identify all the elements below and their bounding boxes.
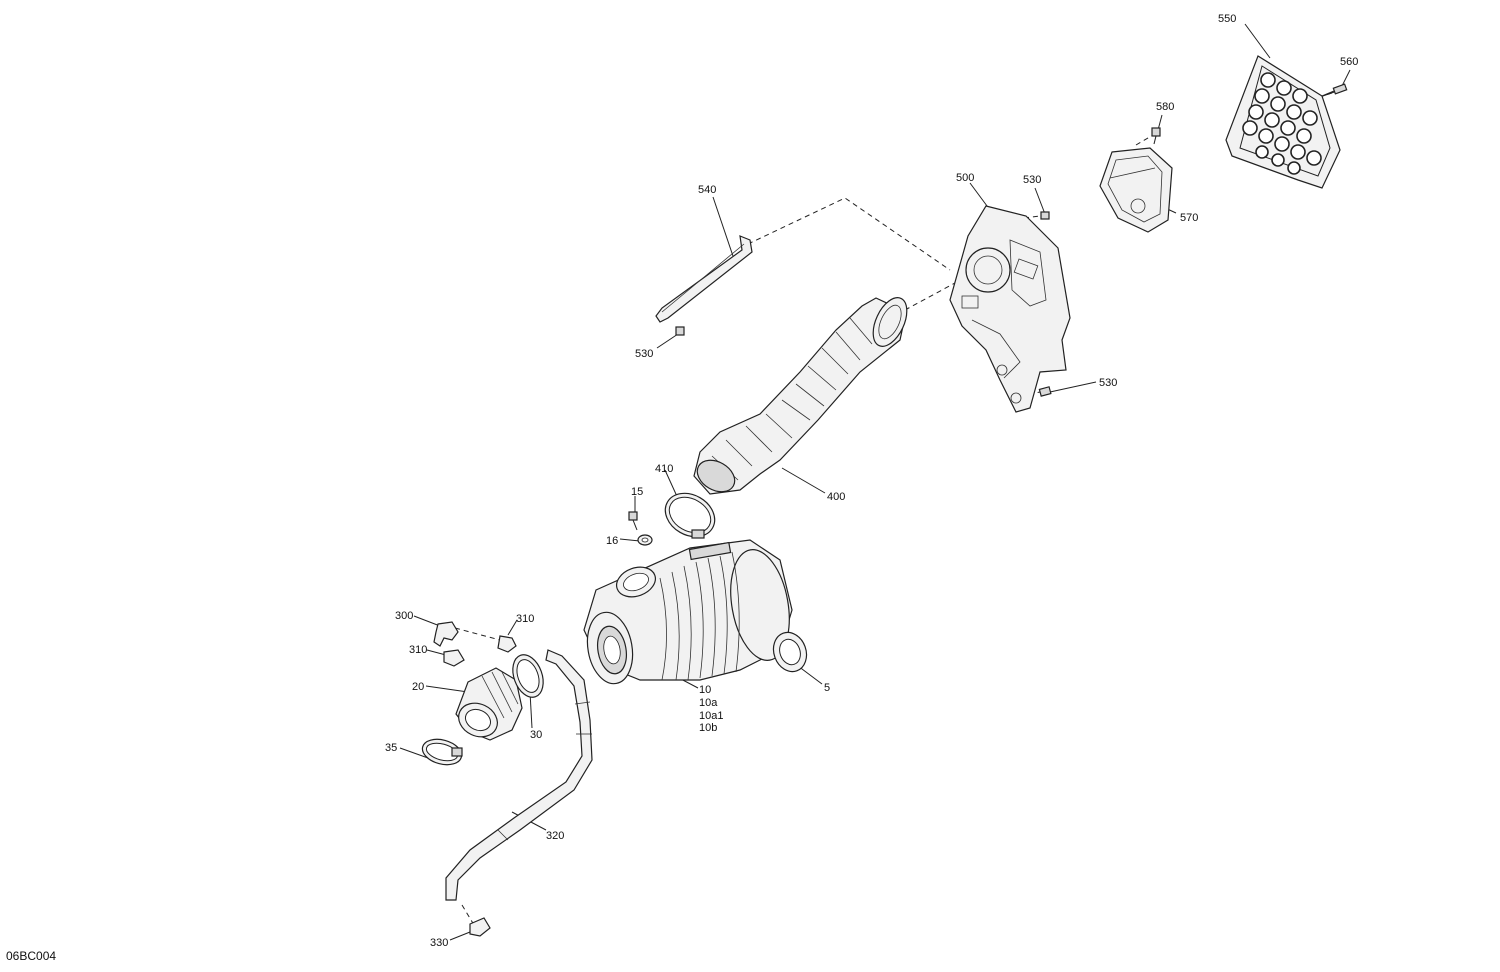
callout-560: 560 [1340,56,1358,68]
clamp-30 [512,654,544,698]
bracket-540 [655,235,753,323]
callout-10: 10 [699,684,711,696]
clip-310-a [497,635,517,653]
callout-500: 500 [956,172,974,184]
callout-320: 320 [546,830,564,842]
callout-530-left: 530 [635,348,653,360]
callout-310-b: 310 [409,644,427,656]
fitting-300 [433,621,459,647]
honeycomb-pattern [1242,72,1322,175]
washer-16 [637,534,653,546]
callout-400: 400 [827,491,845,503]
bolt-15 [628,511,638,531]
callout-20: 20 [412,681,424,693]
screw-530-left [675,326,685,336]
grille-550 [1225,55,1341,189]
callout-570: 570 [1180,212,1198,224]
callout-5: 5 [824,682,830,694]
clip-310-b [443,649,465,667]
callout-10a: 10a [699,697,718,709]
alignment-lines [454,91,1336,926]
screw-530-top [1040,211,1050,220]
callout-310-a: 310 [516,613,534,625]
adapter-20 [455,667,523,741]
intake-duct-400 [693,297,908,495]
callout-580: 580 [1156,101,1174,113]
callout-35: 35 [385,742,397,754]
clamp-35 [421,738,463,766]
callout-530-right: 530 [1099,377,1117,389]
callout-330: 330 [430,937,448,949]
valve-5 [772,631,808,673]
air-filter-10 [583,539,793,685]
callout-30: 30 [530,729,542,741]
callout-10b: 10b [699,722,717,734]
figure-reference-id: 06BC004 [6,949,56,963]
callout-16: 16 [606,535,618,547]
callout-540: 540 [698,184,716,196]
callout-300: 300 [395,610,413,622]
callout-410: 410 [655,463,673,475]
screw-530-right [1038,386,1052,397]
cover-570 [1099,147,1173,233]
housing-500 [949,205,1071,413]
screw-580 [1151,127,1161,145]
callout-labels: 550 560 580 500 530 540 570 530 530 410 … [385,13,1358,949]
callout-15: 15 [631,486,643,498]
callout-530-top: 530 [1023,174,1041,186]
callout-550: 550 [1218,13,1236,25]
screw-560 [1321,83,1348,97]
clip-330 [469,917,491,937]
callout-10a1: 10a1 [699,710,723,722]
clamp-410 [664,492,716,539]
hose-320 [445,649,593,901]
